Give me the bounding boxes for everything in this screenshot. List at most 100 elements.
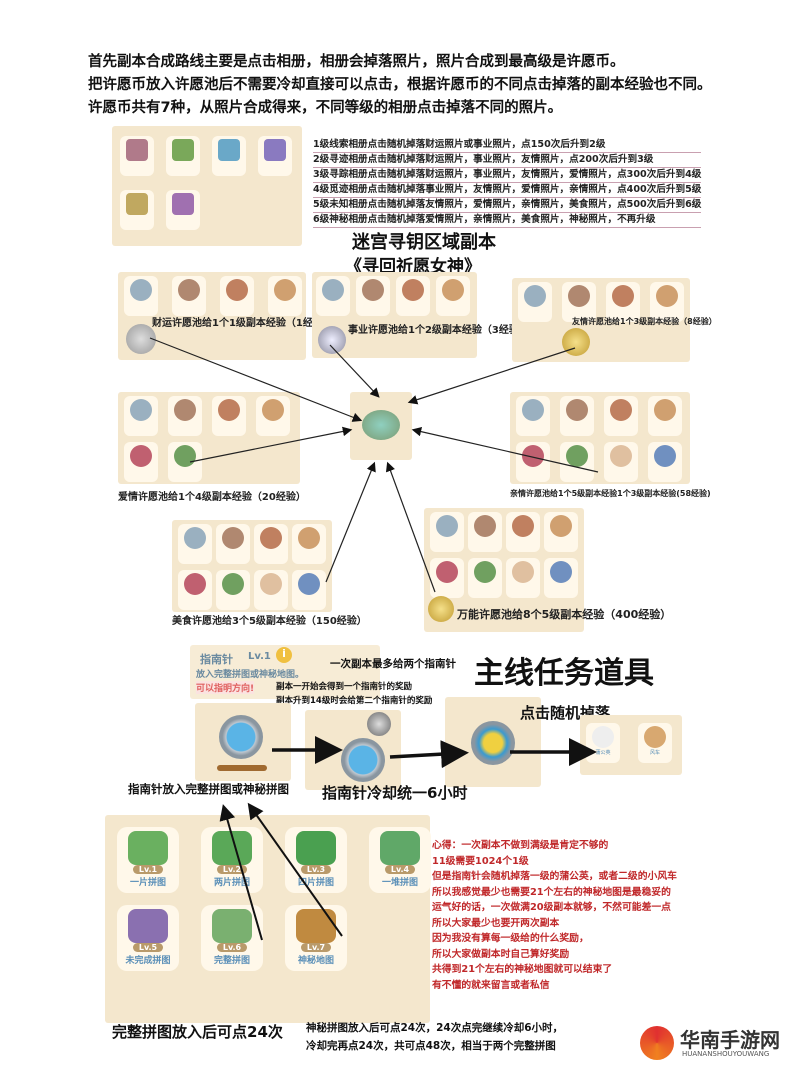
compass-icon	[219, 715, 263, 759]
compass-note: 副本升到14级时会给第二个指南针的奖励	[276, 696, 433, 706]
pool-panel-qinqing	[510, 392, 690, 484]
windmill-icon: 风车	[638, 723, 672, 763]
item-icon	[604, 442, 638, 482]
arrow	[149, 337, 363, 422]
coin-icon	[367, 712, 391, 736]
tip-line: 运气好的话，一次做满20级副本就够，不然可能差一点	[432, 902, 671, 913]
item-icon	[124, 276, 158, 316]
album-icon	[120, 136, 154, 176]
compass-hint: 可以指明方向!	[196, 681, 255, 694]
intro-line: 把许愿币放入许愿池后不需要冷却直接可以点击，根据许愿币的不同点击掉落的副本经验也…	[88, 77, 712, 93]
compass-note: 一次副本最多给两个指南针	[330, 658, 456, 670]
section-title: 迷宫寻钥区域副本	[352, 232, 496, 253]
drop-panel: 蒲公英 风车	[580, 715, 682, 775]
info-icon: i	[276, 647, 292, 663]
logo-subtext: HUANANSHOUYOUWANG	[682, 1050, 770, 1058]
pool-label: 亲情许愿池给1个5级副本经验1个3级副本经验(58经验)	[510, 489, 711, 498]
item-icon	[648, 396, 682, 436]
puzzle-item: Lv.3 四片拼图	[285, 827, 347, 893]
puzzle-name: 神秘地图	[297, 956, 334, 966]
compass-card: 指南针 Lv.1 i 放入完整拼图或神秘地图。 可以指明方向!	[190, 645, 380, 699]
compass-charged-icon	[471, 721, 515, 765]
puzzle-level: Lv.3	[300, 865, 332, 874]
caption: 指南针放入完整拼图或神秘拼图	[128, 782, 289, 796]
wishing-fountain	[350, 392, 412, 460]
tip-line: 心得：一次副本不做到满级是肯定不够的	[432, 840, 609, 851]
item-icon	[518, 282, 552, 322]
item-icon	[506, 558, 540, 598]
arrow	[407, 347, 576, 405]
tip-line: 但是指南针会随机掉落一级的蒲公英，或者二级的小风车	[432, 871, 677, 882]
intro-line: 首先副本合成路线主要是点击相册，相册会掉落照片，照片合成到最高级是许愿币。	[88, 54, 625, 70]
item-icon	[216, 570, 250, 610]
pool-label: 爱情许愿池给1个4级副本经验（20经验）	[118, 492, 306, 503]
pool-panel-aiqing	[118, 392, 300, 484]
compass-slot	[195, 703, 291, 781]
item-icon	[178, 524, 212, 564]
item-chain	[124, 276, 302, 316]
coin-icon	[428, 596, 454, 622]
puzzle-icon	[296, 831, 336, 865]
album-icon	[258, 136, 292, 176]
pool-panel-youqing	[512, 278, 690, 362]
puzzle-level: Lv.1	[132, 865, 164, 874]
item-icon	[356, 276, 390, 316]
item-icon	[516, 396, 550, 436]
tip-line: 所以大家做副本时自己算好奖励	[432, 948, 570, 960]
arrow	[411, 426, 599, 473]
item-icon	[178, 570, 212, 610]
arrow	[247, 802, 343, 937]
item-icon	[468, 512, 502, 552]
arrow	[189, 426, 353, 463]
item-icon	[124, 442, 158, 482]
compass-name: 指南针	[200, 653, 233, 666]
tip-line: 所以大家最少也要开两次副本	[432, 917, 560, 929]
tip-line: 有不懂的就来留言或者私信	[432, 979, 550, 991]
tip-line: 所以我感觉最少也需要21个左右的神秘地图是最稳妥的	[432, 886, 671, 898]
puzzle-item: Lv.2 两片拼图	[201, 827, 263, 893]
puzzle-icon	[380, 831, 420, 865]
puzzle-icon	[128, 909, 168, 943]
album-icon	[166, 136, 200, 176]
album-icon	[120, 190, 154, 230]
arrow	[325, 461, 376, 583]
item-icon	[430, 558, 464, 598]
item-icon	[256, 396, 290, 436]
item-icon	[604, 396, 638, 436]
pool-label: 财运许愿池给1个1级副本经验（1经验）	[152, 318, 333, 329]
pool-panel-wanneng	[424, 508, 584, 632]
album-icon	[166, 190, 200, 230]
album-level-line: 2级寻迹相册点击随机掉落财运照片，事业照片，友情照片，点200次后升到3级	[313, 153, 702, 168]
compass-icon	[341, 738, 385, 782]
arrow	[389, 740, 469, 769]
tip-line: 因为我没有算每一级给的什么奖励，	[432, 933, 589, 944]
arrow	[329, 344, 380, 398]
puzzle-level: Lv.6	[216, 943, 248, 952]
puzzle-level: Lv.7	[300, 943, 332, 952]
puzzle-icon	[296, 909, 336, 943]
item-icon	[212, 396, 246, 436]
item-icon	[430, 512, 464, 552]
puzzle-level: Lv.5	[132, 943, 164, 952]
puzzle-icon	[128, 831, 168, 865]
puzzle-level: Lv.2	[216, 865, 248, 874]
item-icon	[544, 512, 578, 552]
item-icon	[254, 570, 288, 610]
item-icon	[216, 524, 250, 564]
caption: 完整拼图放入后可点24次	[112, 1023, 283, 1041]
puzzle-name: 两片拼图	[213, 878, 250, 888]
item-icon	[168, 442, 202, 482]
caption: 神秘拼图放入后可点24次，24次点完继续冷却6小时，	[306, 1022, 564, 1034]
item-icon	[648, 442, 682, 482]
item-icon	[220, 276, 254, 316]
album-level-line: 1级线索相册点击随机掉落财运照片或事业照片，点150次后升到2级	[313, 138, 702, 153]
item-chain	[124, 396, 290, 482]
puzzle-name: 四片拼图	[297, 878, 334, 888]
